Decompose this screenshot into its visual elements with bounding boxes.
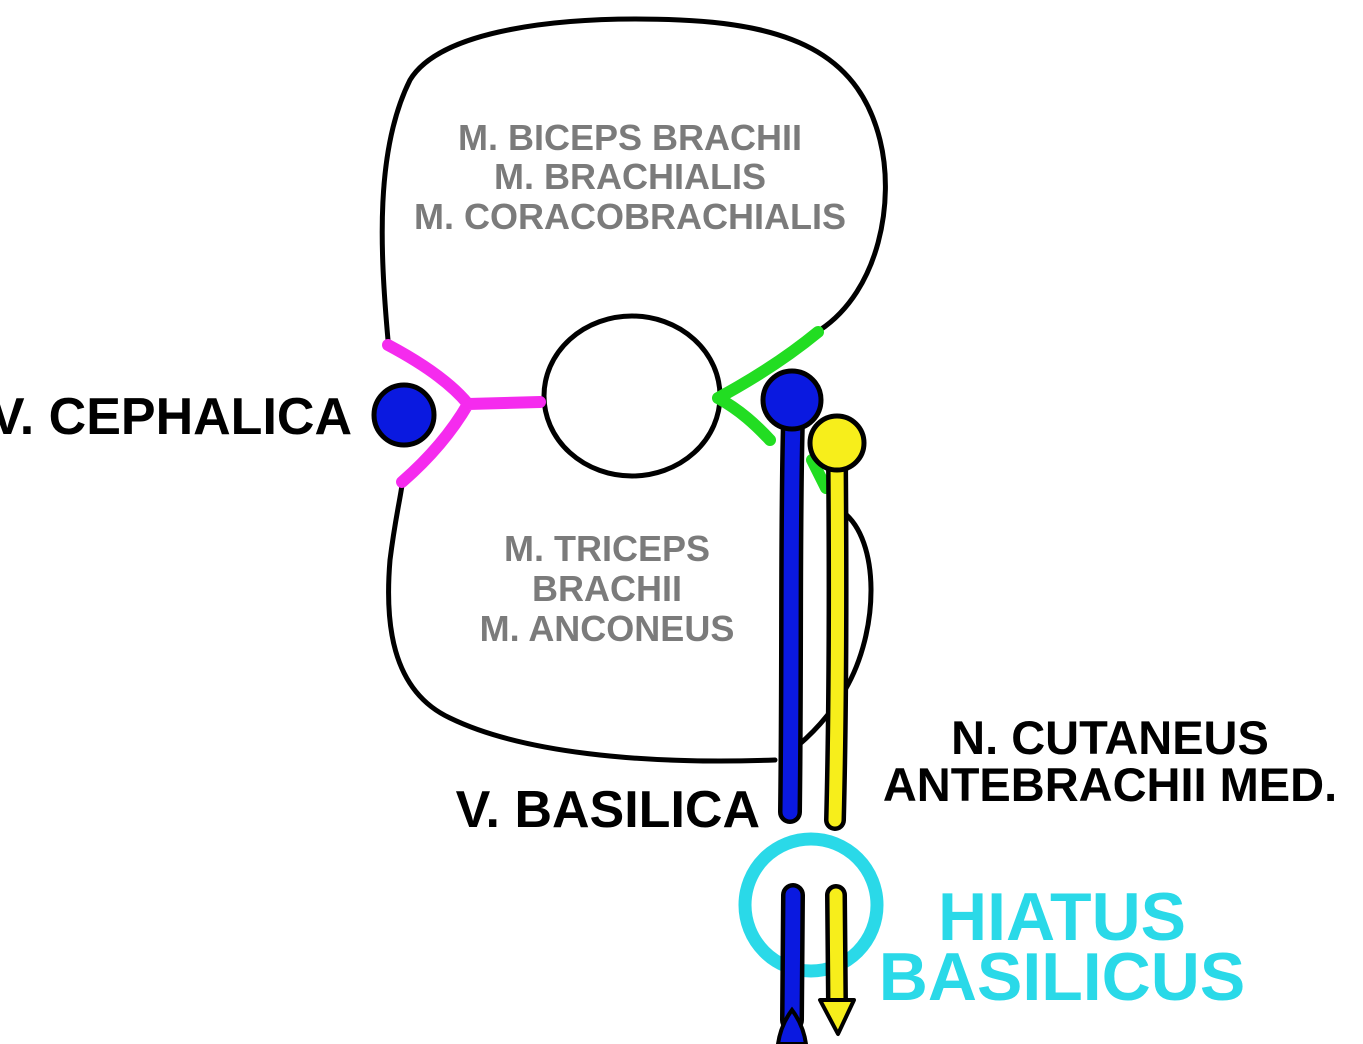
humerus-bone [541,313,723,479]
arm-outline [379,16,888,764]
basilic-vein-head [760,368,824,432]
hiatus-label: HIATUS BASILICUS [879,879,1245,1015]
cephalic-vein [371,382,437,448]
nerve-label-line-1: N. CUTANEUS [951,711,1269,764]
cephalic-vein-label: V. CEPHALICA [0,388,352,446]
extensor-label-line-2: BRACHII [532,568,682,609]
basilic-vein-label: V. BASILICA [456,781,760,839]
flexor-label-line-3: M. CORACOBRACHIALIS [414,196,846,237]
extensor-label-line-1: M. TRICEPS [504,528,710,569]
extensor-label-line-3: M. ANCONEUS [480,608,735,649]
flexor-label-line-1: M. BICEPS BRACHII [458,117,802,158]
flexor-compartment-label: M. BICEPS BRACHII M. BRACHIALIS M. CORAC… [414,117,846,237]
extensor-compartment-label: M. TRICEPS BRACHII M. ANCONEUS [480,528,735,649]
hiatus-label-line-2: BASILICUS [879,939,1245,1015]
arm-outline-posterior [787,509,874,755]
hiatus-label-line-1: HIATUS [938,879,1186,955]
nerve-label-line-2: ANTEBRACHII MED. [883,758,1337,811]
nerve-label: N. CUTANEUS ANTEBRACHII MED. [883,711,1337,811]
nerve-head [807,413,867,473]
flexor-label-line-2: M. BRACHIALIS [494,156,766,197]
basilic-vein-tip [775,1006,809,1044]
medial-septum [712,326,832,494]
lateral-septum [382,339,546,488]
nerve-arrowhead [818,998,856,1036]
hiatus-basilicus-ring [738,832,884,978]
